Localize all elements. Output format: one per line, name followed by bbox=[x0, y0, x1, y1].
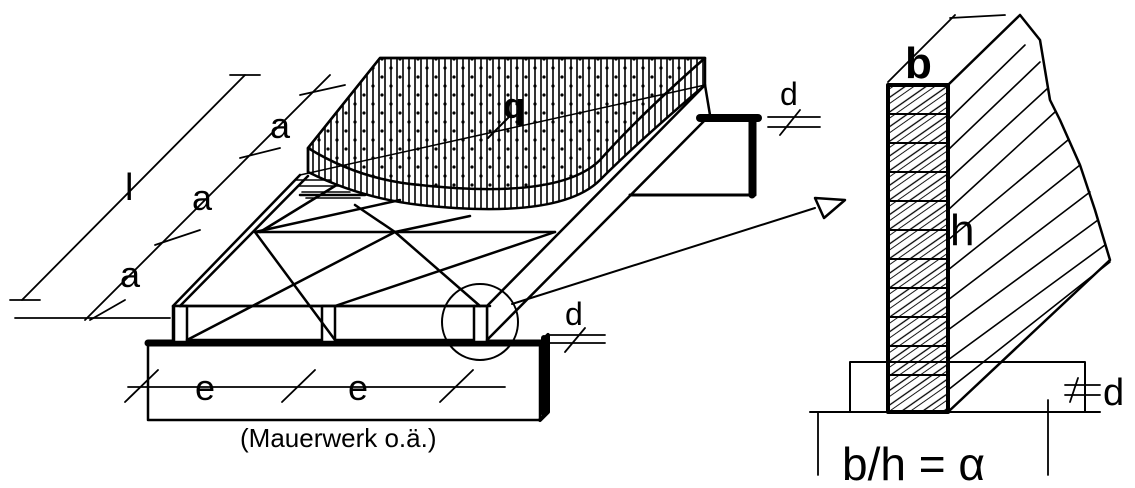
spacing-e-label-2: e bbox=[348, 367, 368, 408]
laminated-section bbox=[886, 83, 950, 414]
thickness-mark-bottom bbox=[549, 327, 606, 353]
ratio-formula: b/h = α bbox=[842, 438, 985, 488]
detail-pointer-line bbox=[511, 207, 816, 305]
support-caption: (Mauerwerk o.ä.) bbox=[240, 423, 437, 453]
dimension-line-l bbox=[9, 74, 261, 301]
upper-support-wall bbox=[628, 114, 762, 199]
thickness-mark-right bbox=[1064, 377, 1101, 403]
load-marker bbox=[487, 117, 509, 139]
detail-callout-circle bbox=[441, 283, 519, 361]
inclined-frame bbox=[171, 83, 712, 342]
span-length-label: l bbox=[125, 167, 133, 209]
width-dimension bbox=[887, 14, 1006, 83]
loaded-slab bbox=[306, 56, 707, 211]
lamination-lines bbox=[887, 113, 949, 376]
detail-height-label: h bbox=[950, 206, 974, 255]
spacing-e-label-1: e bbox=[195, 367, 215, 408]
detail-width-label: b bbox=[905, 39, 932, 88]
dimension-line-e bbox=[124, 369, 506, 403]
detail-pointer-arrowhead bbox=[813, 196, 847, 220]
dimension-line-a bbox=[14, 74, 346, 321]
slab-load-label: q bbox=[503, 85, 525, 126]
detail-thickness-label: d bbox=[1103, 372, 1124, 414]
spacing-a-label-3: a bbox=[120, 254, 141, 295]
spacing-a-label-1: a bbox=[270, 105, 291, 146]
spacing-a-label-2: a bbox=[192, 177, 213, 218]
thickness-mark-top bbox=[767, 109, 821, 136]
thickness-label-bottom: d bbox=[565, 296, 583, 332]
thickness-label-top: d bbox=[780, 76, 798, 112]
beam-side-face bbox=[946, 13, 1112, 414]
detail-section-drawing bbox=[809, 13, 1112, 476]
floor-assembly-drawing bbox=[9, 56, 847, 422]
